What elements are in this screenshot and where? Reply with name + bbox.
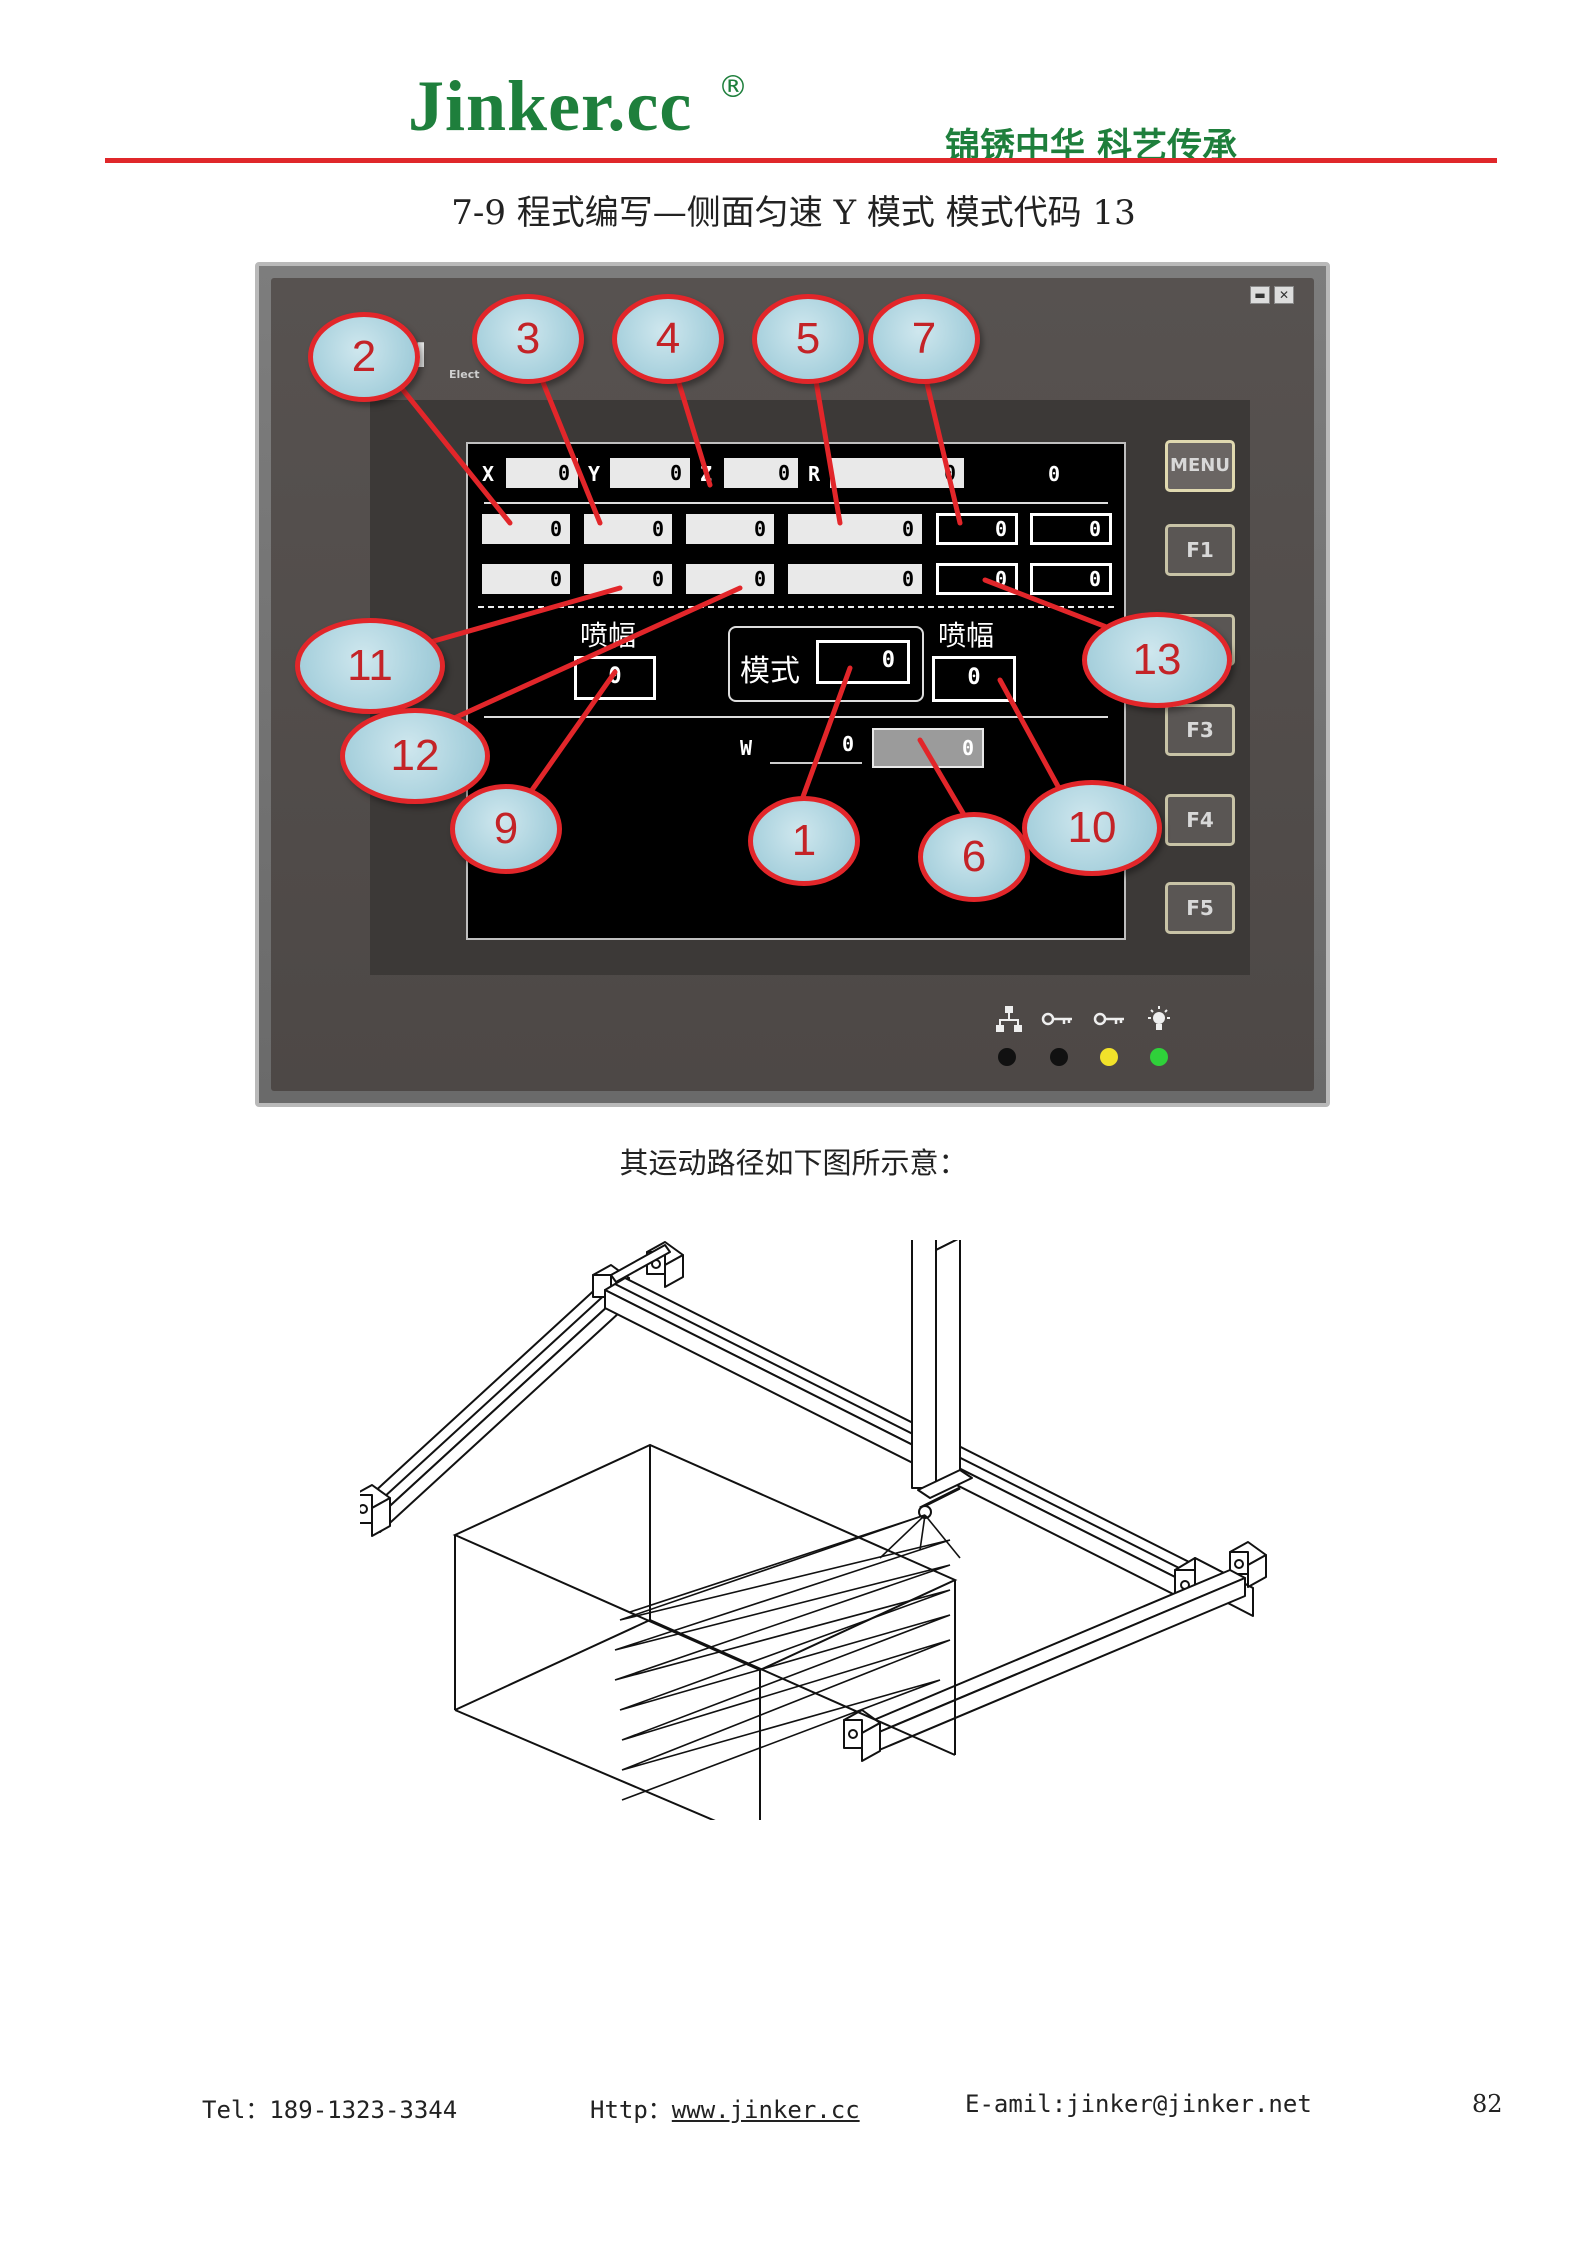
field-4[interactable]: 0 [686,514,774,544]
callout-4: 4 [612,294,724,384]
spray-width-right-field[interactable]: 0 [932,656,1016,702]
caption: 其运动路径如下图所示意： [619,1146,968,1180]
f5-button[interactable]: F5 [1165,882,1235,934]
field-5[interactable]: 0 [788,514,922,544]
led-power [1150,1048,1168,1066]
f1-button[interactable]: F1 [1165,524,1235,576]
axis-label-x: X [482,462,495,486]
mode-code-field[interactable]: 0 [816,640,910,684]
y-value[interactable]: 0 [610,458,690,488]
callout-12: 12 [340,708,490,804]
axis-label-y: Y [588,462,601,486]
section-title: 7-9 程式编写—侧面匀速 Y 模式 模式代码 13 [451,193,1136,233]
top-extra-value: 0 [1048,462,1061,486]
header-rule [105,158,1497,163]
x-value[interactable]: 0 [506,458,578,488]
network-icon [996,1005,1022,1041]
logo: Jinker.cc [408,66,693,146]
callout-7: 7 [868,294,980,384]
field-12[interactable]: 0 [686,564,774,594]
field-13[interactable]: 0 [936,563,1018,595]
dashed-divider [478,606,1114,608]
spray-label-left: 喷幅 [580,619,637,652]
key-icon [1040,1005,1074,1039]
axis-label-z: Z [700,462,713,486]
w-underline [770,762,862,764]
field-11[interactable]: 0 [482,564,570,594]
divider [484,502,1108,504]
footer-http: Http：www.jinker.cc [590,2090,860,2125]
field-row1-extra[interactable]: 0 [1030,513,1112,545]
w-grey-field[interactable]: 0 [872,728,984,768]
brand-subtext: Elect [449,368,480,381]
field-3[interactable]: 0 [584,514,672,544]
close-icon[interactable]: ✕ [1274,286,1294,304]
window-buttons: ▬ ✕ [1250,286,1294,304]
led-key-2 [1100,1048,1118,1066]
mode-label: 模式 [740,654,800,689]
field-2[interactable]: 0 [482,514,570,544]
minimize-icon[interactable]: ▬ [1250,286,1270,304]
led-key-1 [1050,1048,1068,1066]
light-icon [1144,1005,1174,1041]
callout-11: 11 [295,618,445,714]
page-number: 82 [1472,2090,1503,2118]
key-icon [1092,1005,1126,1039]
f3-button[interactable]: F3 [1165,704,1235,756]
footer-tel: Tel：189-1323-3344 [202,2096,458,2124]
callout-9: 9 [450,784,562,874]
divider-lower [484,716,1108,718]
footer-website-link[interactable]: www.jinker.cc [671,2096,860,2124]
w-value: 0 [842,732,855,756]
registered-mark: ® [718,70,748,105]
callout-1: 1 [748,796,860,886]
axis-label-r: R [808,462,821,486]
r-value[interactable]: 0 [830,458,964,488]
callout-10: 10 [1022,780,1162,876]
footer-email[interactable]: E-amil:jinker@jinker.net [965,2090,1312,2118]
led-network [998,1048,1016,1066]
f4-button[interactable]: F4 [1165,794,1235,846]
callout-2: 2 [308,312,420,402]
footer-http-label: Http： [590,2096,672,2124]
callout-3: 3 [472,294,584,384]
field-row2-extra[interactable]: 0 [1030,563,1112,595]
field-row2-r[interactable]: 0 [788,564,922,594]
spray-width-left-field[interactable]: 0 [574,656,656,700]
menu-button[interactable]: MENU [1165,440,1235,492]
callout-6: 6 [918,812,1030,902]
spray-label-right: 喷幅 [938,619,995,652]
field-7[interactable]: 0 [936,513,1018,545]
z-value[interactable]: 0 [724,458,798,488]
callout-13: 13 [1082,612,1232,708]
field-row2-y[interactable]: 0 [584,564,672,594]
motion-path-diagram [360,1240,1267,1820]
w-label: W [740,736,753,760]
callout-5: 5 [752,294,864,384]
